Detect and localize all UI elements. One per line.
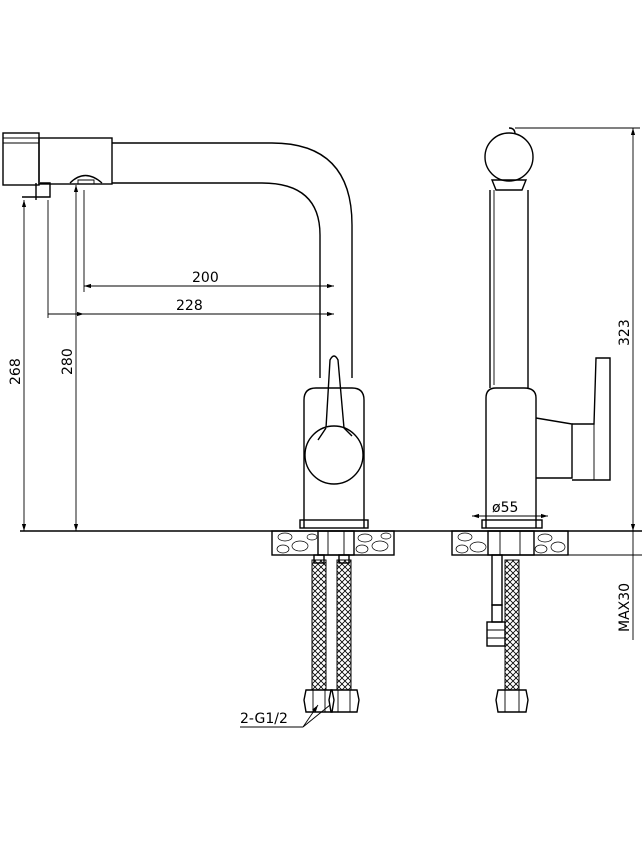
dim-max30: MAX30 (568, 531, 642, 640)
side-hoses (486, 554, 529, 713)
dim-280-label: 280 (60, 348, 76, 375)
front-view: 200 228 268 280 2-G1/2 (2, 132, 642, 728)
side-counter-stones (451, 530, 569, 556)
side-view: ø55 323 MAX30 (451, 127, 642, 713)
front-spout (2, 132, 353, 378)
front-counter-stones (271, 530, 395, 556)
dim-280: 280 (60, 185, 79, 531)
front-body (299, 355, 369, 529)
dim-323: 323 (515, 127, 640, 531)
front-hoses (303, 554, 360, 713)
dim-268-label: 268 (8, 358, 24, 385)
side-spout (484, 127, 534, 388)
dim-323-label: 323 (617, 319, 633, 346)
connection-callout: 2-G1/2 (240, 704, 331, 728)
dim-200-label: 200 (192, 270, 219, 286)
dim-diameter-label: ø55 (492, 500, 518, 516)
dim-max30-label: MAX30 (617, 583, 633, 632)
dim-diameter: ø55 (472, 500, 548, 519)
dim-228-label: 228 (176, 298, 203, 314)
connection-label: 2-G1/2 (240, 711, 288, 727)
dim-200: 200 (83, 190, 334, 292)
dim-268: 268 (8, 200, 27, 531)
dim-228: 228 (47, 200, 334, 318)
side-body (481, 357, 611, 529)
